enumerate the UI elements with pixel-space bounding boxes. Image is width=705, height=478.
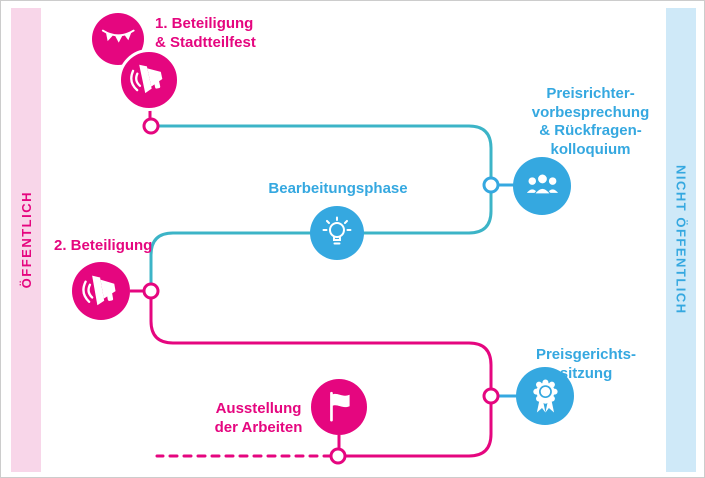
committee-icon [524, 173, 560, 195]
ausstellung-circle [311, 379, 367, 435]
non-public-band: NICHT ÖFFENTLICH [666, 8, 696, 472]
node-ausstellung [329, 447, 347, 465]
bearbeitungsphase-label: Bearbeitungsphase [268, 180, 408, 197]
node-preisgericht [482, 387, 500, 405]
award-icon [532, 379, 558, 413]
public-band: ÖFFENTLICH [11, 8, 41, 472]
preisgericht-circle [516, 367, 574, 425]
bunting-icon [101, 29, 135, 43]
lightbulb-icon [322, 216, 352, 245]
node-beteiligung2 [142, 282, 160, 300]
beteiligung2-label: 2. Beteiligung [54, 237, 153, 254]
preisrichter-circle [513, 157, 571, 215]
beteiligung2-circle [72, 262, 130, 320]
preisgericht-label: Preisgerichts- sitzung [535, 346, 637, 382]
node-beteiligung1 [142, 117, 160, 135]
beteiligung1-megaphone-circle [118, 49, 180, 111]
ausstellung-label: Ausstellung der Arbeiten [214, 400, 303, 436]
flag-icon [330, 392, 350, 422]
preisrichter-label: Preisrichter- vorbesprechung & Rückfrage… [531, 85, 650, 158]
bearbeitungsphase-circle [310, 206, 364, 260]
flow-segment-bottom [149, 291, 493, 458]
beteiligung1-label: 1. Beteiligung & Stadtteilfest [155, 15, 256, 51]
flow-segment-top [149, 124, 493, 291]
megaphone-icon [81, 275, 116, 305]
megaphone-icon [130, 65, 163, 94]
node-preisrichter [482, 176, 500, 194]
non-public-band-label: NICHT ÖFFENTLICH [673, 165, 689, 315]
